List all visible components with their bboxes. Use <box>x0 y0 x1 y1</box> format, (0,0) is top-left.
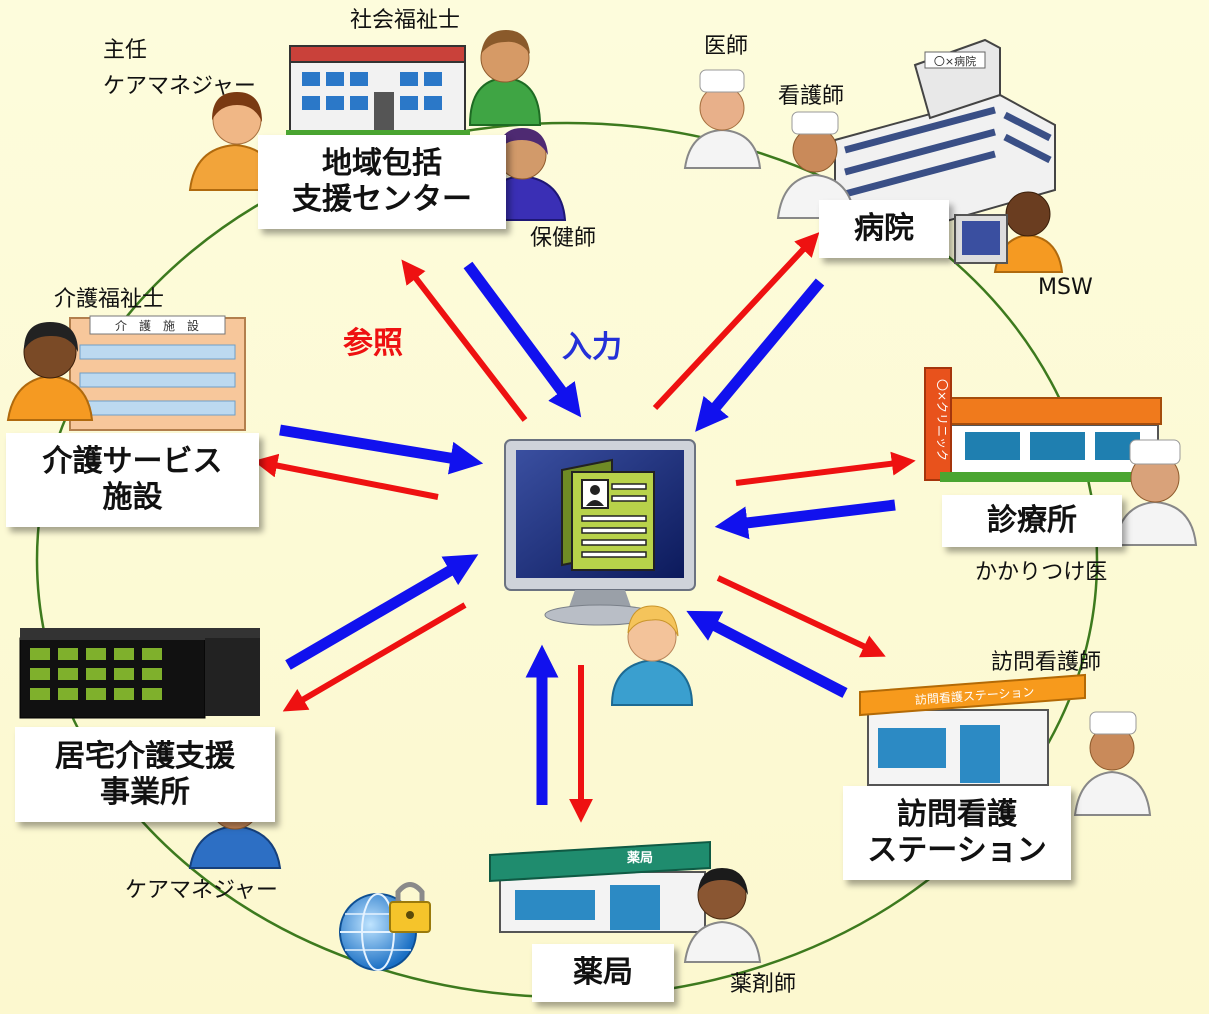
arrow-reference-home-care <box>282 602 467 712</box>
visiting-nurse-label-box: 訪問看護 ステーション <box>843 786 1071 880</box>
role-label-public-health-nurse: 保健師 <box>530 226 597 251</box>
center-label-box: 地域包括 支援センター <box>258 135 506 229</box>
center-label-line1: 地域包括 <box>322 146 442 181</box>
arrow-reference-visiting-nurse <box>716 575 886 658</box>
legend-reference: 参照 <box>343 326 403 361</box>
hospital-sign-text: 〇×病院 <box>934 54 976 68</box>
record-document-icon <box>561 458 655 571</box>
home-care-label-box: 居宅介護支援 事業所 <box>15 727 275 822</box>
role-label-nurse: 看護師 <box>778 84 845 109</box>
arrow-group <box>253 232 916 823</box>
role-label-care-manager: ケアマネジャー <box>125 878 278 903</box>
doctor-person-icon <box>683 69 762 169</box>
arrow-reference-center <box>401 259 528 422</box>
clinic-building-icon: 〇×クリニック <box>924 367 1162 482</box>
role-label-chief-care-manager: ケアマネジャー <box>103 74 256 99</box>
arrow-reference-hospital <box>652 232 820 411</box>
role-label-msw: MSW <box>1038 275 1093 300</box>
role-label-social-worker: 社会福祉士 <box>350 8 461 33</box>
central-monitor-icon <box>504 439 696 626</box>
pharmacy-sign-text: 薬局 <box>626 850 653 866</box>
visiting-nurse-label-line1: 訪問看護 <box>897 797 1017 832</box>
visiting-nurse-label-line2: ステーション <box>867 833 1047 868</box>
care-worker-person-icon <box>6 322 94 421</box>
hospital-label-box: 病院 <box>819 200 949 258</box>
arrow-input-center <box>463 261 582 418</box>
operator-icon <box>610 605 694 706</box>
care-facility-label-line1: 介護サービス <box>42 444 223 479</box>
center-building-icon <box>286 45 470 136</box>
home-care-building-icon <box>19 628 260 719</box>
care-facility-label-line2: 施設 <box>102 480 163 515</box>
care-facility-sign-text: 介 護 施 設 <box>115 318 199 333</box>
arrow-input-care-facility <box>279 424 484 475</box>
role-label-pharmacist: 薬剤師 <box>730 972 797 997</box>
chief-care-manager-person-icon <box>188 92 280 191</box>
social-worker-person-icon <box>468 30 542 126</box>
care-facility-building-icon: 介 護 施 設 <box>69 315 246 431</box>
arrow-input-clinic <box>714 499 896 540</box>
arrow-reference-care-facility <box>253 453 439 500</box>
family-doctor-person-icon <box>1113 439 1198 546</box>
center-label-line2: 支援センター <box>292 182 472 217</box>
pharmacist-person-icon <box>683 868 762 963</box>
visiting-nurse-building-icon: 訪問看護ステーション <box>859 673 1086 786</box>
role-label-care-worker: 介護福祉士 <box>54 287 165 312</box>
clinic-label-box: 診療所 <box>942 495 1122 547</box>
clinic-label: 診療所 <box>987 503 1077 538</box>
home-care-label-line1: 居宅介護支援 <box>55 738 235 774</box>
pharmacy-label-box: 薬局 <box>532 944 674 1002</box>
arrow-reference-clinic <box>735 451 916 486</box>
legend-input: 入力 <box>562 330 622 365</box>
arrow-input-hospital <box>695 278 825 432</box>
role-label-doctor: 医師 <box>704 34 749 59</box>
msw-person-icon <box>954 191 1064 273</box>
role-label-chief: 主任 <box>103 38 148 63</box>
role-label-visiting-nurse: 訪問看護師 <box>991 650 1102 675</box>
clinic-sign-text: 〇×クリニック <box>935 379 949 461</box>
arrow-input-home-care <box>285 554 479 670</box>
visiting-nurse-person-icon <box>1073 711 1152 816</box>
pharmacy-label: 薬局 <box>573 955 633 990</box>
role-label-family-doctor: かかりつけ医 <box>975 560 1108 585</box>
care-facility-label-box: 介護サービス 施設 <box>6 433 259 527</box>
pharmacy-building-icon: 薬局 <box>489 840 711 933</box>
hospital-label: 病院 <box>854 211 914 246</box>
arrow-input-visiting-nurse <box>686 610 848 698</box>
home-care-label-line2: 事業所 <box>100 774 190 810</box>
padlock-icon <box>389 882 431 933</box>
